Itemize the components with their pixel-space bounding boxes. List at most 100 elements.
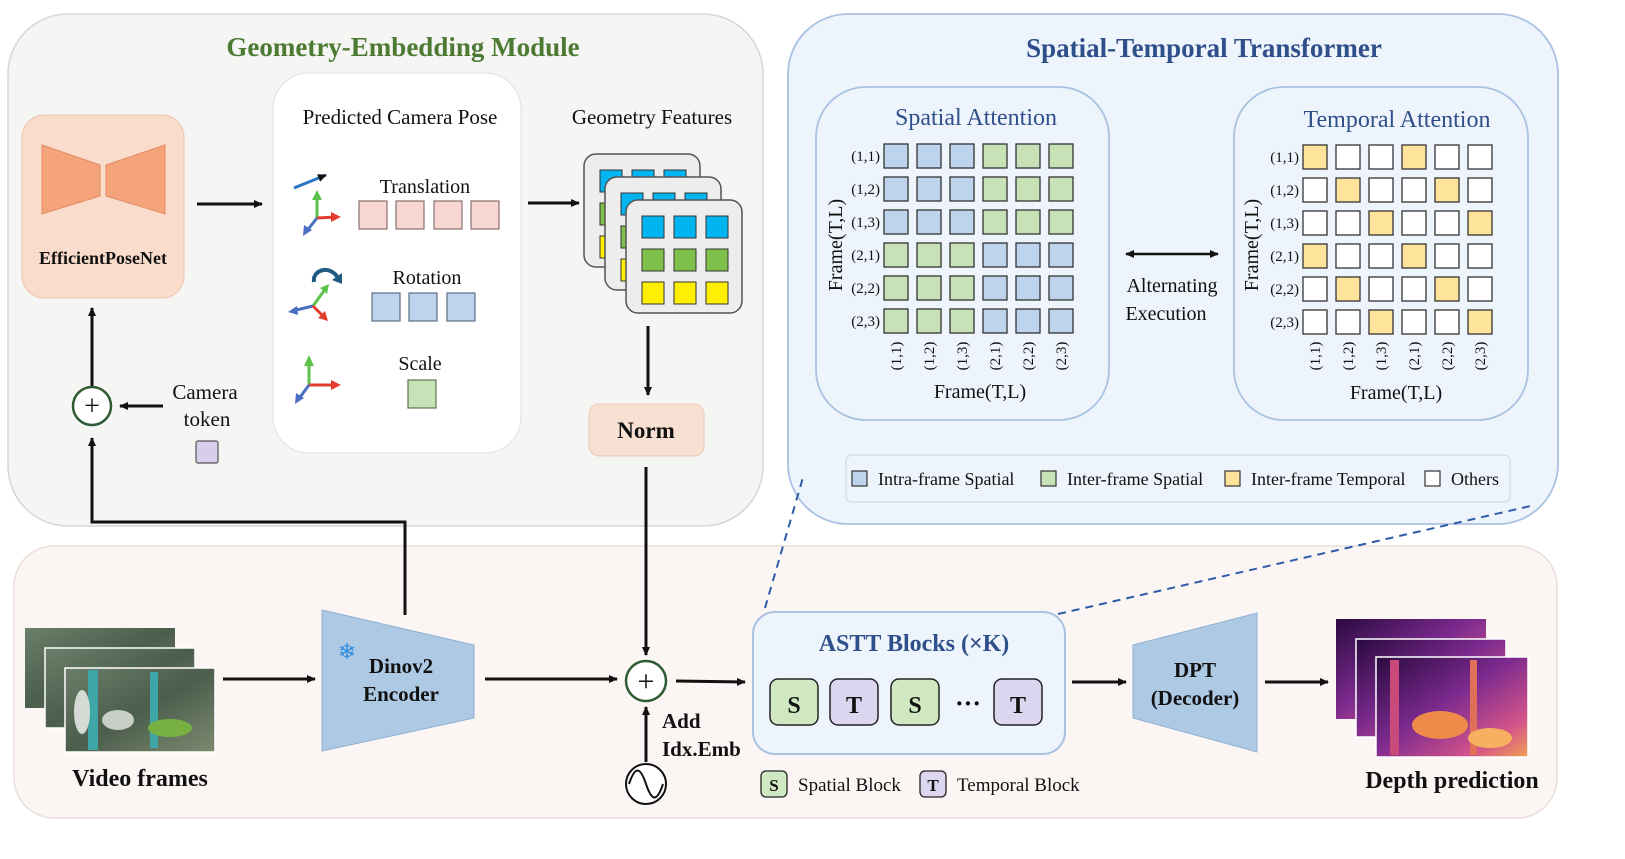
column-label: (2,3) [1473,342,1489,371]
translation-axes-icon [293,173,341,236]
row-label: (2,3) [1270,315,1299,331]
attention-cell [1368,210,1394,236]
attention-cell [1335,210,1361,236]
video-frames-image [25,628,216,753]
attention-cell [1302,276,1328,302]
add-idx-label-line2: Idx.Emb [662,737,741,761]
spatial-block [769,678,819,726]
attention-cell [1434,210,1460,236]
translation-tokens [358,200,500,230]
attention-cell [1401,243,1427,269]
predicted-pose-panel [272,72,522,454]
zoom-line-right [1057,504,1536,615]
camera-token-label-line1: Camera [172,380,238,404]
row-label: (1,3) [1270,216,1299,232]
encoder-to-posenet-path [88,437,407,615]
temporal-attention-grid: (1,1)(1,2)(1,3)(2,1)(2,2)(2,3)(1,1)(1,2)… [1270,144,1493,371]
attention-cell [1368,276,1394,302]
attention-cell [1368,144,1394,170]
scale-label: Scale [398,353,441,375]
block-legend-key: S [769,776,778,795]
attention-cell [1401,144,1427,170]
predicted-pose-title: Predicted Camera Pose [303,105,498,129]
attention-cell [949,275,975,301]
attention-cell [1048,275,1074,301]
encoder-label-line2: Encoder [363,682,439,706]
token-plus-circle [71,385,113,427]
dpt-decoder-shape [1132,612,1258,753]
attention-cell [1335,144,1361,170]
encoder-label-line1: Dinov2 [369,654,433,678]
row-label: (2,1) [851,248,880,264]
attention-cell [883,209,909,235]
attention-cell [1335,309,1361,335]
video-frames-label: Video frames [72,766,208,792]
efficientposenet-label: EfficientPoseNet [39,248,167,268]
block-legend-swatch [760,770,788,798]
add-idx-label-line1: Add [662,709,701,733]
block-letter: T [1010,693,1026,719]
zoom-line-left [764,473,805,609]
spatial-attention-grid: (1,1)(1,2)(1,3)(2,1)(2,2)(2,3)(1,1)(1,2)… [851,143,1074,371]
feature-cell [673,248,697,272]
attention-cell [1401,210,1427,236]
attention-cell [982,275,1008,301]
column-label: (2,2) [1440,342,1456,371]
legend-label: Others [1451,469,1499,489]
temporal-block [829,678,879,726]
geometry-module-title: Geometry-Embedding Module [226,32,579,62]
attention-cell [1467,309,1493,335]
sinusoid-icon [625,763,667,805]
column-label: (1,3) [1374,342,1390,371]
block-legend-label: Temporal Block [957,775,1080,796]
snowflake-icon: ❄ [338,639,356,664]
camera-token-square [195,440,219,464]
rotation-tokens [371,292,476,322]
attention-cell [883,176,909,202]
feature-cell [641,248,665,272]
block-legend-label: Spatial Block [798,775,901,796]
legend-swatch [1040,470,1057,487]
column-label: (1,2) [922,342,938,371]
attention-cell [1434,177,1460,203]
attention-cell [1434,276,1460,302]
spatial-block [890,678,940,726]
transformer-title: Spatial-Temporal Transformer [1026,33,1382,63]
column-label: (1,1) [889,342,905,371]
attention-cell [883,143,909,169]
scale-token [407,379,437,409]
attention-cell [1368,309,1394,335]
attention-cell [916,143,942,169]
block-legend-swatch [919,770,947,798]
feature-cell [705,281,729,305]
spatial-x-axis-label: Frame(T,L) [934,381,1026,403]
attention-cell [982,209,1008,235]
astt-ellipsis: ··· [955,689,981,718]
alternating-label-line1: Alternating [1126,275,1217,297]
attention-cell [916,209,942,235]
attention-cell [982,242,1008,268]
norm-box [588,403,705,457]
attention-cell [1401,177,1427,203]
attention-cell [1434,144,1460,170]
attention-cell [1015,176,1041,202]
geometry-feature-stack [583,153,743,314]
attention-cell [1048,209,1074,235]
feature-cell [673,215,697,239]
column-label: (2,1) [988,342,1004,371]
row-label: (2,2) [1270,282,1299,298]
depth-prediction-label: Depth prediction [1365,768,1539,794]
block-letter: S [908,693,921,719]
translation-label: Translation [380,176,470,198]
attention-cell [916,242,942,268]
attention-cell [1302,210,1328,236]
attention-cell [1302,144,1328,170]
attention-cell [1467,243,1493,269]
attention-cell [883,308,909,334]
attention-cell [1335,276,1361,302]
depth-prediction-image [1336,619,1529,758]
legend-swatch [851,470,868,487]
row-label: (1,1) [851,149,880,165]
attention-cell [949,143,975,169]
